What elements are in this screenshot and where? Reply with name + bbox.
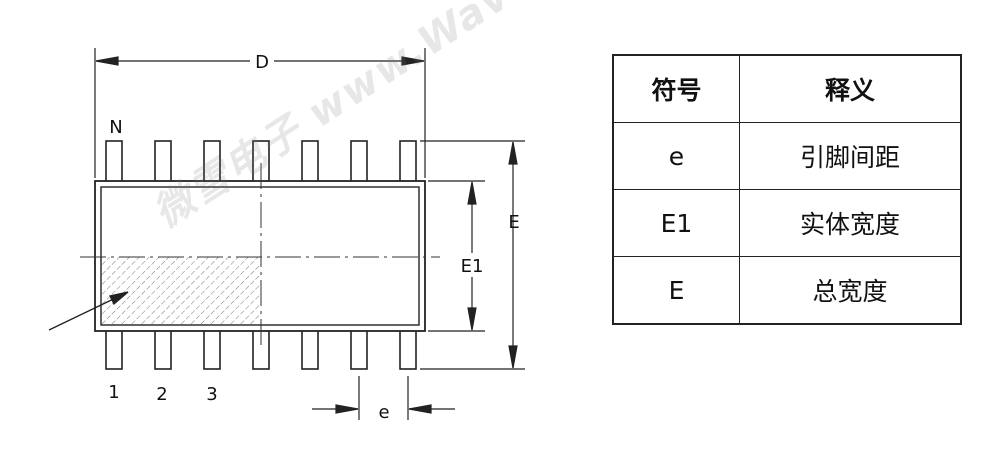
pin (105, 329, 123, 370)
legend-meaning: 实体宽度 (739, 189, 962, 257)
centerlines (80, 163, 440, 348)
bottom-pins (105, 329, 417, 370)
table-row: E 总宽度 (612, 256, 962, 325)
dimension-e-label: E (508, 212, 519, 233)
pin (301, 140, 319, 183)
top-pins (105, 140, 417, 183)
dimension-e1 (428, 180, 491, 332)
pin1-indicator-arrow (48, 291, 129, 331)
pin (399, 140, 417, 183)
dimension-e1-label: E1 (461, 256, 484, 277)
legend-header-symbol: 符号 (612, 54, 740, 123)
dimension-pitch (312, 376, 455, 420)
legend-symbol: e (612, 122, 740, 190)
pin (154, 329, 172, 370)
pin (105, 140, 123, 183)
legend-symbol: E1 (612, 189, 740, 257)
legend-header-meaning: 释义 (739, 54, 962, 123)
legend-header-row: 符号 释义 (612, 54, 962, 123)
pin (154, 140, 172, 183)
package-body (94, 180, 426, 332)
legend-meaning: 引脚间距 (739, 122, 962, 190)
pin-n-label: N (109, 117, 122, 138)
dimension-e (420, 140, 525, 370)
hatched-region (101, 257, 261, 325)
dimension-d (94, 48, 426, 178)
dimension-pitch-label: e (378, 402, 389, 423)
dimension-d-label: D (255, 52, 269, 73)
pin (350, 329, 368, 370)
pin-2-label: 2 (156, 384, 167, 405)
pin-1-label: 1 (108, 382, 119, 403)
legend-symbol: E (612, 256, 740, 325)
pin (399, 329, 417, 370)
pin (301, 329, 319, 370)
pin (203, 140, 221, 183)
legend-meaning: 总宽度 (739, 256, 962, 325)
pin (350, 140, 368, 183)
pin-3-label: 3 (206, 384, 217, 405)
symbol-legend-table: 符号 释义 e 引脚间距 E1 实体宽度 E 总宽度 (612, 54, 962, 325)
table-row: e 引脚间距 (612, 122, 962, 190)
table-row: E1 实体宽度 (612, 189, 962, 257)
pin (203, 329, 221, 370)
